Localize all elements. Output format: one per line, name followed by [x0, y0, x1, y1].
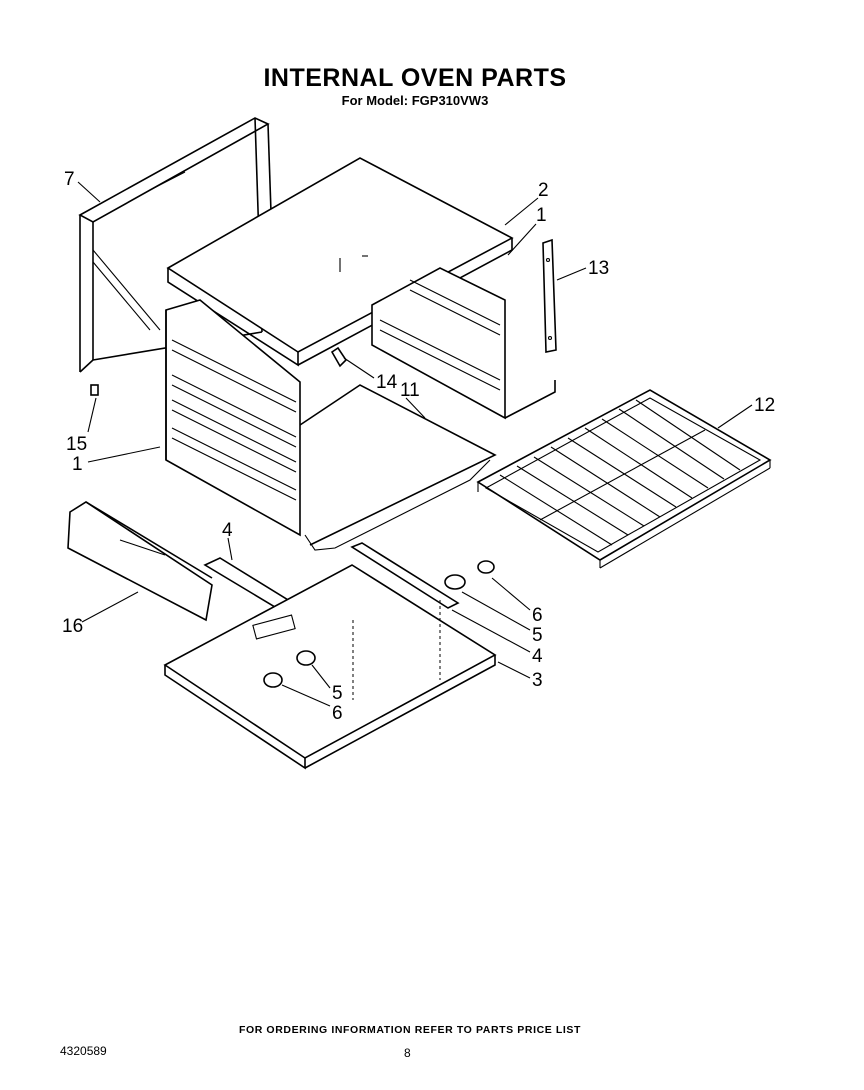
callout-3: 3 — [532, 670, 543, 691]
callout-11: 11 — [400, 380, 420, 401]
page-title: INTERNAL OVEN PARTS — [263, 64, 567, 92]
clip-part-14 — [330, 346, 348, 368]
callout-5-right: 5 — [532, 625, 543, 646]
oven-bottom-part-11 — [299, 384, 497, 551]
callout-6-right: 6 — [532, 605, 543, 626]
callout-5-bottom: 5 — [332, 683, 343, 704]
oven-top-part-2 — [166, 157, 514, 367]
callout-4-right: 4 — [532, 646, 543, 667]
right-rack-support-part-1 — [371, 267, 556, 420]
callout-16: 16 — [62, 616, 83, 637]
ordering-info-footer: FOR ORDERING INFORMATION REFER TO PARTS … — [238, 1024, 582, 1036]
page-number: 8 — [404, 1046, 411, 1060]
callout-4-left: 4 — [222, 520, 233, 541]
callout-1-left: 1 — [72, 454, 83, 475]
bottom-pan-part-3 — [163, 564, 497, 770]
callout-12: 12 — [754, 395, 775, 416]
callout-leaders — [77, 181, 753, 707]
burner-knob-parts-5-6 — [263, 560, 495, 688]
oven-rack-part-12 — [476, 389, 772, 569]
callout-13: 13 — [588, 258, 609, 279]
front-cover-part-16 — [67, 501, 213, 622]
model-line: For Model: FGP310VW3 — [341, 93, 489, 108]
callout-2: 2 — [538, 180, 549, 201]
callout-15: 15 — [66, 434, 87, 455]
bracket-part-13 — [542, 238, 557, 353]
callout-1-top: 1 — [536, 205, 547, 226]
callout-6-bottom: 6 — [332, 703, 343, 724]
callout-14: 14 — [376, 372, 398, 393]
screw-part-15 — [90, 384, 99, 396]
left-rack-support-part-1 — [165, 299, 301, 537]
callout-7: 7 — [64, 169, 75, 190]
callout-labels: 7 2 1 13 14 11 12 15 1 4 16 6 5 4 3 5 6 — [62, 169, 775, 724]
document-number: 4320589 — [60, 1044, 107, 1058]
burner-rail-right-part-4 — [350, 542, 460, 609]
